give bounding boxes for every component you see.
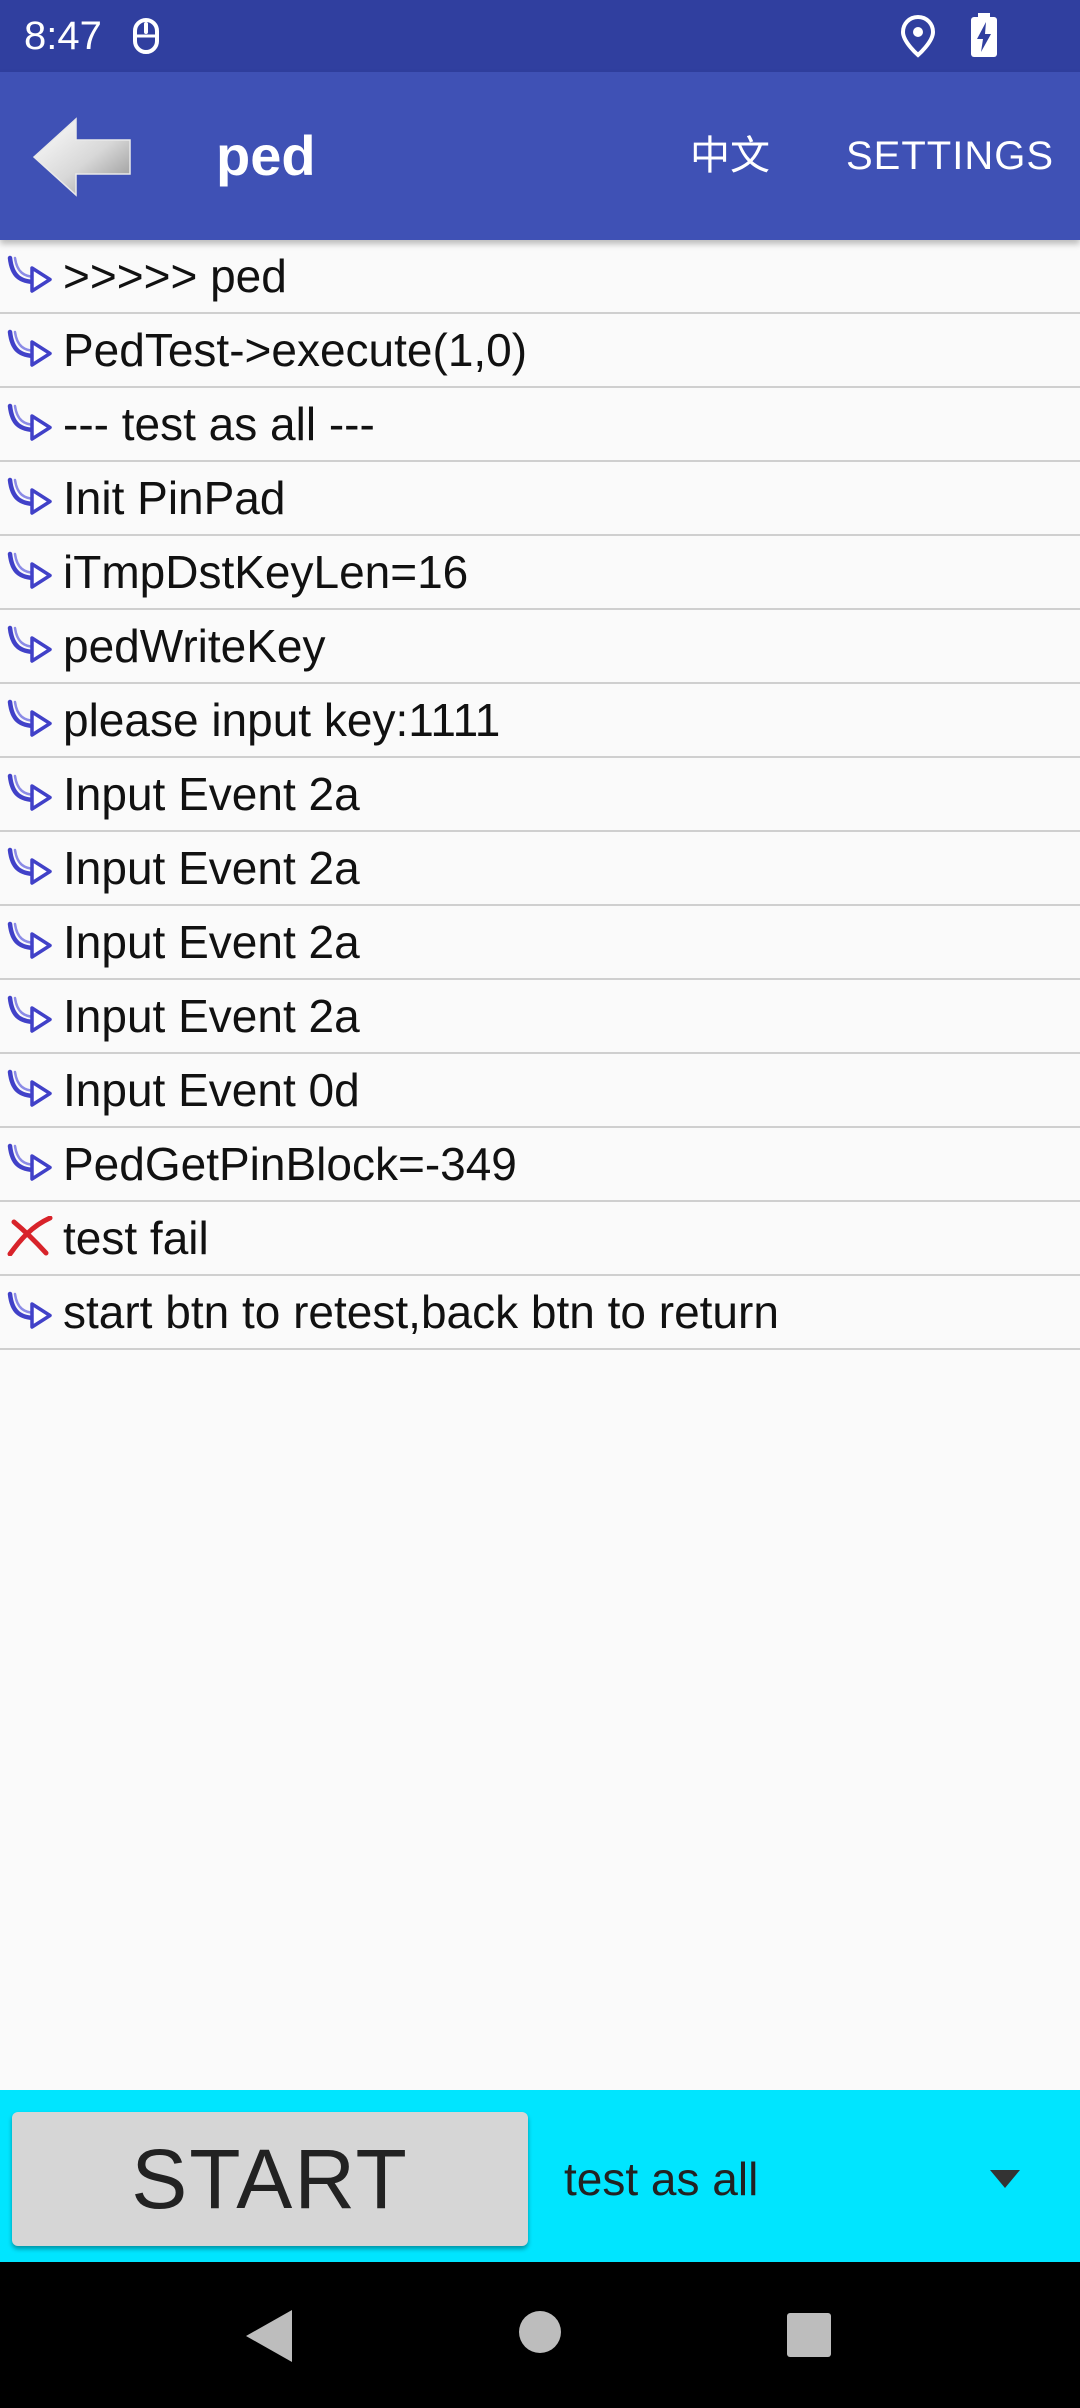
start-button[interactable]: START xyxy=(12,2112,528,2246)
notification-mouse-icon xyxy=(133,18,159,54)
page-title: ped xyxy=(216,124,316,187)
nav-home-icon[interactable] xyxy=(518,2310,562,2354)
settings-button[interactable]: SETTINGS xyxy=(846,134,1055,178)
arrow-icon xyxy=(6,624,56,664)
log-text: please input key:1111 xyxy=(63,694,501,746)
bottom-control-panel: START test as all xyxy=(0,2090,1080,2262)
navigation-bar xyxy=(0,2262,1080,2408)
arrow-icon xyxy=(6,550,56,590)
log-text: >>>>> ped xyxy=(63,250,287,302)
arrow-icon xyxy=(6,402,56,442)
log-text: PedTest->execute(1,0) xyxy=(63,324,528,376)
arrow-icon xyxy=(6,254,56,294)
status-time: 8:47 xyxy=(24,14,102,58)
app-bar: ped 中文 SETTINGS xyxy=(0,72,1080,240)
log-row: Input Event 0d xyxy=(0,1054,1080,1128)
battery-charging-icon xyxy=(971,13,997,57)
log-text: Init PinPad xyxy=(63,472,286,524)
arrow-icon xyxy=(6,328,56,368)
log-row: Init PinPad xyxy=(0,462,1080,536)
dropdown-arrow-icon xyxy=(990,2170,1020,2188)
log-row: iTmpDstKeyLen=16 xyxy=(0,536,1080,610)
log-text: test fail xyxy=(63,1212,209,1264)
location-icon xyxy=(900,14,936,58)
log-row: start btn to retest,back btn to return xyxy=(0,1276,1080,1350)
language-button[interactable]: 中文 xyxy=(690,133,770,179)
log-text: Input Event 2a xyxy=(63,768,360,820)
log-row: --- test as all --- xyxy=(0,388,1080,462)
arrow-icon xyxy=(6,920,56,960)
log-row: Input Event 2a xyxy=(0,832,1080,906)
log-row: PedGetPinBlock=-349 xyxy=(0,1128,1080,1202)
arrow-icon xyxy=(6,1068,56,1108)
log-row: Input Event 2a xyxy=(0,906,1080,980)
log-text: Input Event 2a xyxy=(63,990,360,1042)
log-row: >>>>> ped xyxy=(0,240,1080,314)
arrow-icon xyxy=(6,1142,56,1182)
log-row: please input key:1111 xyxy=(0,684,1080,758)
fail-x-icon xyxy=(6,1215,56,1257)
arrow-icon xyxy=(6,1290,56,1330)
back-arrow-icon[interactable] xyxy=(30,116,134,198)
log-list[interactable]: >>>>> ped PedTest->execute(1,0) --- test… xyxy=(0,240,1080,1350)
log-text: PedGetPinBlock=-349 xyxy=(63,1138,517,1190)
log-row: Input Event 2a xyxy=(0,980,1080,1054)
status-bar: 8:47 xyxy=(0,0,1080,72)
arrow-icon xyxy=(6,772,56,812)
arrow-icon xyxy=(6,698,56,738)
log-row: test fail xyxy=(0,1202,1080,1276)
arrow-icon xyxy=(6,994,56,1034)
log-row: Input Event 2a xyxy=(0,758,1080,832)
log-text: pedWriteKey xyxy=(63,620,326,672)
log-text: start btn to retest,back btn to return xyxy=(63,1286,779,1338)
arrow-icon xyxy=(6,846,56,886)
log-row: pedWriteKey xyxy=(0,610,1080,684)
nav-back-icon[interactable] xyxy=(242,2308,294,2364)
log-text: iTmpDstKeyLen=16 xyxy=(63,546,469,598)
log-text: --- test as all --- xyxy=(63,398,375,450)
test-mode-select[interactable]: test as all xyxy=(548,2112,1068,2246)
log-row: PedTest->execute(1,0) xyxy=(0,314,1080,388)
test-mode-value: test as all xyxy=(564,2153,759,2205)
log-text: Input Event 2a xyxy=(63,916,360,968)
log-text: Input Event 2a xyxy=(63,842,360,894)
arrow-icon xyxy=(6,476,56,516)
nav-recents-icon[interactable] xyxy=(786,2312,832,2358)
log-text: Input Event 0d xyxy=(63,1064,360,1116)
